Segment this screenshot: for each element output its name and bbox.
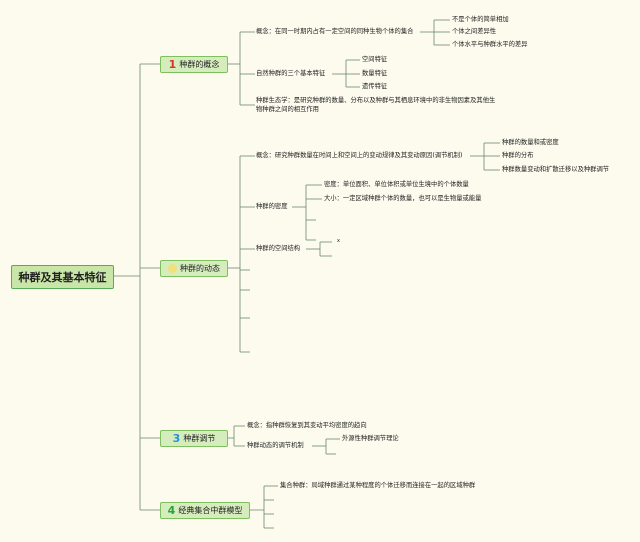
root-node[interactable]: 种群及其基本特征 [11,265,114,289]
b1-concept-sub-3: 个体水平与种群水平的差异 [452,41,528,48]
branch-4-node[interactable]: 4 经典集合中群模型 [160,502,250,519]
branch-2-label: 种群的动态 [180,264,220,273]
branch-1-number: 1 [168,58,177,71]
b2-concept-sub-1: 种群的数量和或密度 [502,139,559,146]
b1-feature-quantity: 数量特征 [362,70,388,77]
branch-2-node[interactable]: 种群的动态 [160,260,228,277]
b2-concept-sub-3: 种群数量变动和扩散迁移以及种群调节 [502,166,610,173]
branch-3-node[interactable]: 3 种群调节 [160,430,228,447]
root-label: 种群及其基本特征 [18,271,107,284]
b3-mechanism-sub: 外源性种群调节理论 [342,435,399,442]
b2-size-def: 大小：一定区域种群个体的数量，也可以是生物量或能量 [324,195,482,202]
branch-3-label: 种群调节 [183,434,216,443]
b1-feature-spatial: 空间特征 [362,56,388,63]
b3-mechanism: 种群动态的调节机制 [247,442,304,449]
branch-1-node[interactable]: 1 种群的概念 [160,56,228,73]
b1-ecology: 种群生态学：是研究种群的数量、分布以及种群与其栖息环境中的非生物因素及其他生物种… [256,97,496,113]
branch-2-marker-icon [168,264,177,273]
branch-3-number: 3 [172,432,181,445]
b1-concept-sub-2: 个体之间差异性 [452,28,497,35]
b2-density: 种群的密度 [256,203,288,210]
b1-concept: 概念：在同一时期内占有一定空间的同种生物个体的集合 [256,28,414,35]
b1-concept-sub-1: 不是个体的简单相加 [452,16,509,23]
branch-4-number: 4 [167,504,176,517]
b1-feature-genetic: 遗传特征 [362,83,388,90]
b2-spatial-mark: x [337,238,340,244]
b3-concept: 概念：指种群恢复到其变动平均密度的趋向 [247,422,367,429]
b4-metapopulation: 集合种群：局域种群通过某种程度的个体迁移而连接在一起的区域种群 [280,482,476,489]
b2-concept: 概念：研究种群数量在时间上和空间上的变动规律及其变动原因(调节机制) [256,152,463,159]
branch-1-label: 种群的概念 [179,60,220,69]
b2-concept-sub-2: 种群的分布 [502,152,534,159]
branch-4-label: 经典集合中群模型 [178,506,243,515]
b2-spatial-structure: 种群的空间结构 [256,245,301,252]
b2-density-def: 密度：单位面积、单位体积或单位生境中的个体数量 [324,181,469,188]
b1-three-features: 自然种群的三个基本特征 [256,70,326,77]
